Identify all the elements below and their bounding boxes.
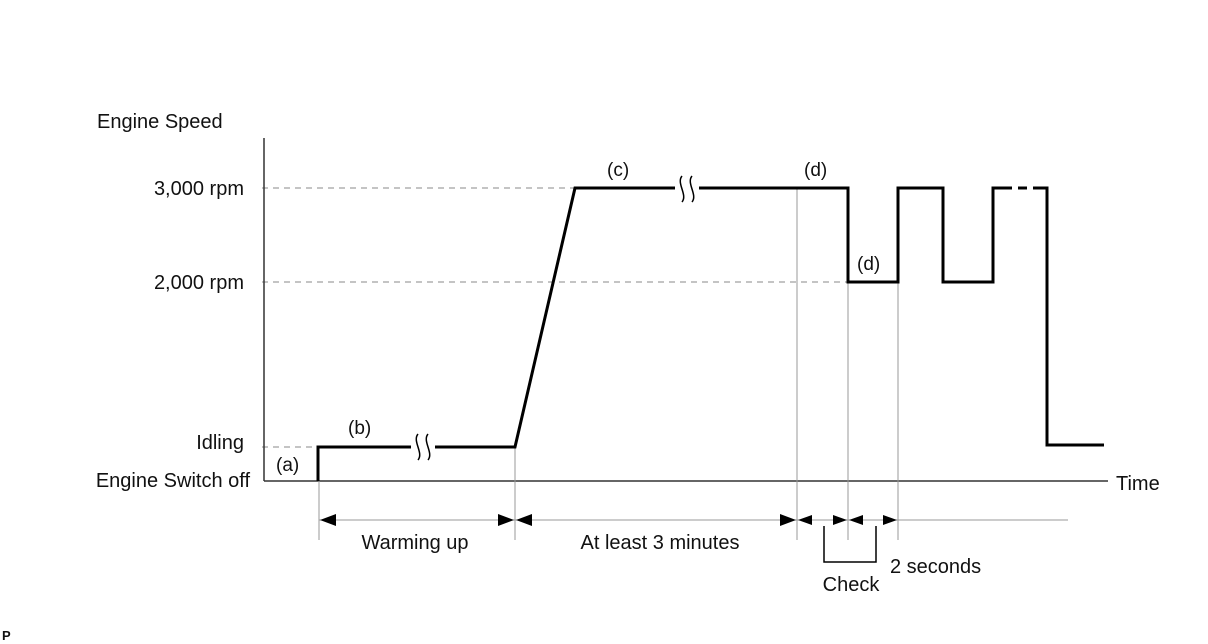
level-label-off: Engine Switch off xyxy=(96,470,251,492)
break-mask-b xyxy=(411,432,435,462)
stage-label-c: (c) xyxy=(607,160,629,181)
corner-mark: P xyxy=(2,628,11,643)
break-mark-b-2 xyxy=(425,433,431,461)
reference-lines xyxy=(262,187,848,448)
level-label-3000: 3,000 rpm xyxy=(154,178,244,200)
check-bracket xyxy=(823,526,877,563)
stage-label-b: (b) xyxy=(348,418,371,439)
interval-label-check: Check xyxy=(823,574,881,596)
level-label-idling: Idling xyxy=(196,432,244,454)
x-axis-title: Time xyxy=(1116,473,1160,495)
interval-label-warming-up: Warming up xyxy=(361,532,468,554)
interval-label-two-seconds: 2 seconds xyxy=(890,556,981,578)
interval-label-at-least: At least 3 minutes xyxy=(581,532,740,554)
level-label-2000: 2,000 rpm xyxy=(154,272,244,294)
arrow-atleast-right xyxy=(780,514,796,526)
arrow-warmup-right xyxy=(498,514,514,526)
break-marks xyxy=(411,174,699,462)
check-bracket-line xyxy=(823,526,877,563)
break-mark-c-1 xyxy=(679,175,685,203)
arrow-check1-right xyxy=(833,515,847,525)
arrow-atleast-left xyxy=(516,514,532,526)
speed-line-main xyxy=(316,186,1003,481)
stage-label-d-low: (d) xyxy=(857,254,880,275)
y-axis-title: Engine Speed xyxy=(97,111,223,133)
speed-profile xyxy=(316,186,1104,481)
break-mask-c xyxy=(675,174,699,204)
stage-label-a: (a) xyxy=(276,455,299,476)
arrow-check1-left xyxy=(798,515,812,525)
axes xyxy=(263,138,1108,482)
arrow-check2-left xyxy=(849,515,863,525)
arrow-warmup-left xyxy=(320,514,336,526)
speed-line-final-drop xyxy=(1040,186,1104,447)
arrow-check2-right xyxy=(883,515,897,525)
break-mark-b-1 xyxy=(415,433,421,461)
guide-lines xyxy=(318,188,1068,540)
stage-label-d-high: (d) xyxy=(804,160,827,181)
break-mark-c-2 xyxy=(689,175,695,203)
interval-arrows xyxy=(320,514,897,526)
